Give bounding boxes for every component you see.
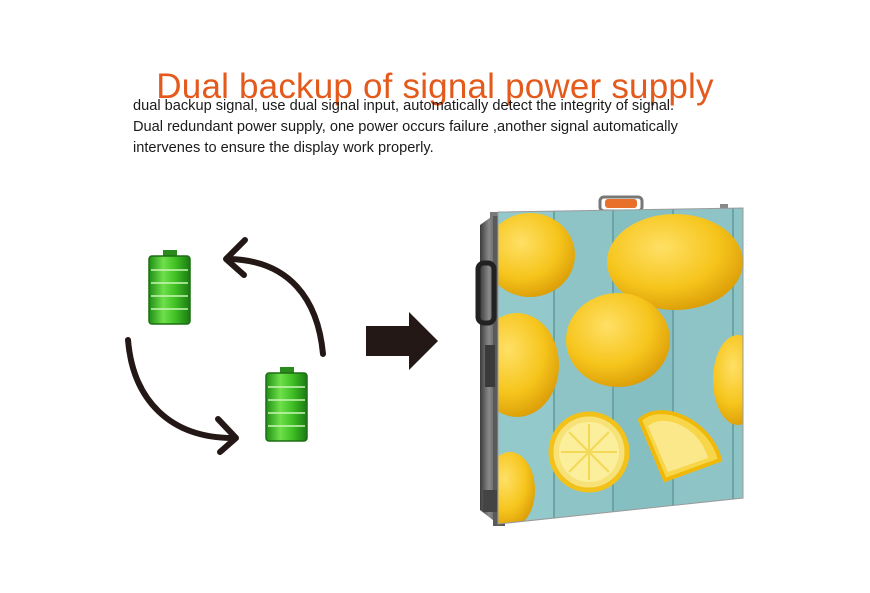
curved-arrow-icon: [223, 237, 326, 357]
description-line-2: Dual redundant power supply, one power o…: [133, 119, 678, 135]
page-title: Dual backup of signal power supply: [156, 67, 714, 107]
description: dual backup signal, use dual signal inpu…: [133, 96, 773, 159]
battery-full-icon: [265, 367, 308, 442]
battery-full-icon: [148, 250, 191, 325]
description-line-1: dual backup signal, use dual signal inpu…: [133, 98, 675, 114]
description-line-3: intervenes to ensure the display work pr…: [133, 140, 434, 156]
curved-arrow-icon: [125, 337, 239, 455]
led-display-panel: [475, 195, 744, 526]
right-arrow-icon: [366, 312, 438, 370]
